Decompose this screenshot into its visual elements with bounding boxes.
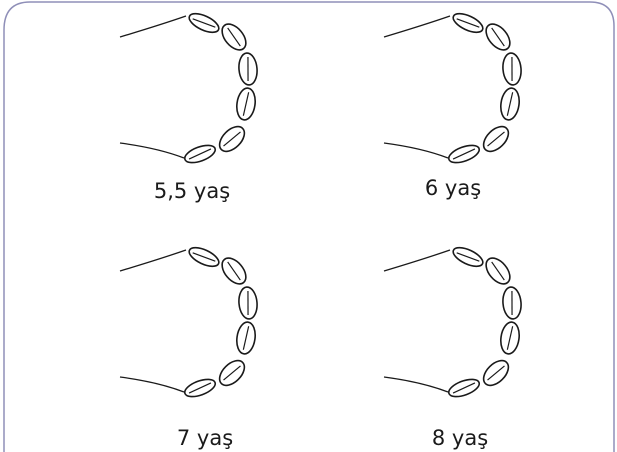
tooth-seam xyxy=(506,92,514,116)
tooth-seam xyxy=(223,131,241,147)
tooth-4 xyxy=(500,87,520,121)
tooth-seam xyxy=(491,27,505,47)
tooth-seam xyxy=(188,148,212,160)
tooth-seam xyxy=(452,382,476,394)
dental-arch-5-5-yas xyxy=(119,12,258,164)
tooth-seam xyxy=(511,290,513,316)
tooth-seam xyxy=(192,18,216,28)
tooth-3 xyxy=(238,286,258,320)
tooth-seam xyxy=(511,56,513,82)
gum-line-lower xyxy=(383,376,449,393)
tooth-4 xyxy=(500,321,520,355)
gum-line-upper xyxy=(383,249,451,272)
tooth-1 xyxy=(452,246,484,268)
tooth-5 xyxy=(482,359,510,387)
gum-line-lower xyxy=(119,142,185,159)
tooth-5 xyxy=(218,359,246,387)
tooth-1 xyxy=(188,12,220,34)
tooth-3 xyxy=(502,52,522,86)
tooth-seam xyxy=(452,148,476,160)
tooth-seam xyxy=(491,261,505,281)
panel-label-6-yas: 6 yaş xyxy=(424,176,482,200)
dental-arch-6-yas xyxy=(383,12,522,164)
panel-label-7-yas: 7 yaş xyxy=(176,426,234,450)
panel-label-8-yas: 8 yaş xyxy=(431,426,489,450)
figure-border xyxy=(3,1,615,452)
tooth-seam xyxy=(487,365,505,381)
gum-line-upper xyxy=(383,15,451,38)
gum-line-upper xyxy=(119,249,187,272)
tooth-seam xyxy=(223,365,241,381)
tooth-6 xyxy=(183,144,217,164)
tooth-seam xyxy=(487,131,505,147)
tooth-seam xyxy=(456,252,480,262)
tooth-6 xyxy=(447,144,481,164)
tooth-4 xyxy=(236,87,256,121)
tooth-seam xyxy=(242,92,250,116)
tooth-seam xyxy=(247,290,249,316)
tooth-1 xyxy=(188,246,220,268)
gum-line-upper xyxy=(119,15,187,38)
tooth-seam xyxy=(192,252,216,262)
tooth-2 xyxy=(221,257,247,285)
dental-arch-8-yas xyxy=(383,246,522,398)
tooth-2 xyxy=(485,23,511,51)
tooth-2 xyxy=(485,257,511,285)
tooth-seam xyxy=(242,326,250,350)
gum-line-lower xyxy=(119,376,185,393)
tooth-5 xyxy=(218,125,246,153)
tooth-5 xyxy=(482,125,510,153)
tooth-seam xyxy=(227,27,241,47)
dental-arch-7-yas xyxy=(119,246,258,398)
tooth-3 xyxy=(238,52,258,86)
tooth-seam xyxy=(456,18,480,28)
tooth-2 xyxy=(221,23,247,51)
tooth-6 xyxy=(183,378,217,398)
panel-label-5-5-yas: 5,5 yaş xyxy=(153,179,231,203)
tooth-seam xyxy=(506,326,514,350)
tooth-seam xyxy=(247,56,249,82)
gum-line-lower xyxy=(383,142,449,159)
tooth-4 xyxy=(236,321,256,355)
tooth-3 xyxy=(502,286,522,320)
tooth-seam xyxy=(188,382,212,394)
tooth-seam xyxy=(227,261,241,281)
tooth-6 xyxy=(447,378,481,398)
tooth-1 xyxy=(452,12,484,34)
